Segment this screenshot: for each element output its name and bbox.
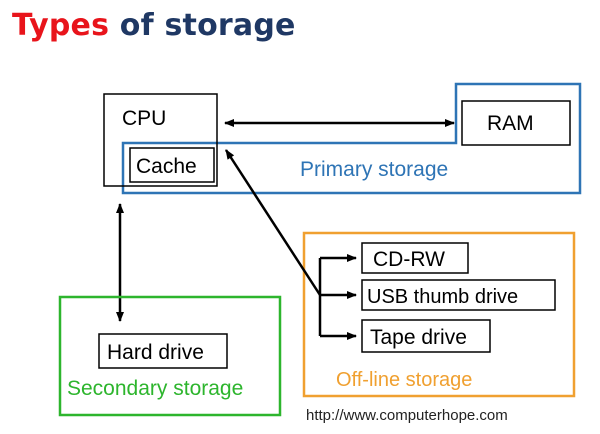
- secondary-storage-region: [58, 295, 282, 417]
- offline-storage-region: [302, 231, 576, 398]
- cache-offline-arrow: [224, 149, 322, 296]
- tape-drive-label: Tape drive: [370, 326, 467, 349]
- cpu-label: CPU: [122, 107, 166, 130]
- offline-storage-label: Off-line storage: [336, 369, 472, 391]
- page-title: Types of storage: [12, 2, 296, 50]
- source-url: http://www.computerhope.com: [306, 407, 508, 424]
- cache-label: Cache: [136, 155, 197, 178]
- cpu-box: [103, 93, 218, 187]
- ram-label: RAM: [487, 112, 534, 135]
- usb-label: USB thumb drive: [367, 286, 518, 308]
- title-word-types: Types: [12, 8, 110, 43]
- primary-storage-label: Primary storage: [300, 158, 448, 181]
- cache-box: [129, 147, 215, 183]
- title-word-of-storage: of storage: [119, 8, 296, 43]
- hard-drive-label: Hard drive: [107, 341, 204, 364]
- tape-drive-box: [361, 319, 491, 353]
- hard-drive-box: [98, 333, 228, 369]
- cd-rw-label: CD-RW: [373, 248, 445, 271]
- ram-box: [461, 100, 571, 146]
- primary-storage-region: [121, 82, 582, 195]
- usb-box: [361, 279, 556, 311]
- secondary-storage-label: Secondary storage: [67, 377, 243, 400]
- cd-rw-box: [361, 242, 469, 274]
